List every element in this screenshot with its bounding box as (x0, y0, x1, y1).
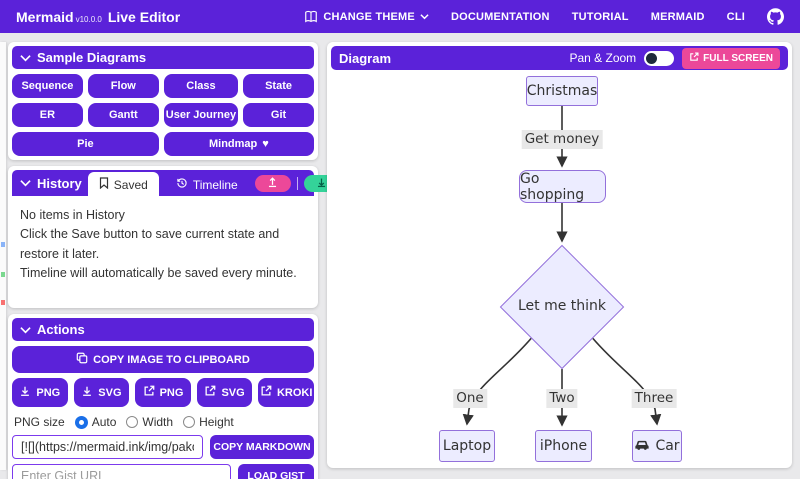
github-link[interactable] (767, 8, 784, 25)
flowchart-node-laptop: Laptop (439, 430, 495, 462)
chevron-down-icon (20, 179, 31, 187)
app-title: Mermaid v10.0.0 Live Editor (16, 9, 180, 25)
pan-zoom-label: Pan & Zoom (569, 51, 637, 65)
history-empty-line: Timeline will automatically be saved eve… (20, 266, 297, 281)
history-header[interactable]: History Saved Timeline (12, 170, 382, 198)
open-kroki-button[interactable]: KROKI (258, 378, 314, 407)
copy-image-button[interactable]: COPY IMAGE TO CLIPBOARD (12, 346, 314, 373)
markdown-url-input[interactable] (12, 435, 203, 459)
nav-tutorial[interactable]: TUTORIAL (571, 10, 629, 23)
external-link-icon (143, 385, 155, 400)
sample-diagrams-card: Sample Diagrams Sequence Flow Class Stat… (8, 42, 318, 160)
copy-icon (76, 352, 88, 367)
edge-label-one: One (453, 389, 487, 408)
open-png-button[interactable]: PNG (135, 378, 191, 407)
brand-name: Mermaid (16, 8, 74, 25)
version-label: v10.0.0 (75, 14, 102, 24)
divider (296, 176, 298, 190)
theme-icon (304, 10, 318, 24)
tab-saved[interactable]: Saved (87, 172, 159, 198)
flowchart-canvas[interactable]: Christmas Get money Go shopping Let me t… (331, 72, 788, 464)
png-size-height-radio[interactable]: Height (183, 415, 234, 429)
radio-icon (183, 416, 196, 428)
load-gist-button[interactable]: LOAD GIST (238, 464, 314, 479)
full-screen-button[interactable]: FULL SCREEN (682, 47, 780, 69)
app-header: Mermaid v10.0.0 Live Editor CHANGE THEME… (0, 0, 800, 33)
download-icon (316, 176, 327, 191)
collapsed-editor-strip[interactable] (0, 42, 6, 470)
sample-sequence-button[interactable]: Sequence (12, 74, 83, 98)
sample-diagrams-grid: Sequence Flow Class State ER Gantt User … (12, 74, 314, 156)
sample-gantt-button[interactable]: Gantt (87, 103, 159, 127)
app-title-suffix: Live Editor (107, 8, 181, 25)
radio-icon (126, 416, 139, 428)
png-size-row: PNG size Auto Width Height (12, 412, 314, 430)
sample-er-button[interactable]: ER (12, 103, 83, 127)
download-icon (19, 385, 31, 400)
actions-card: Actions COPY IMAGE TO CLIPBOARD PNG (8, 314, 318, 479)
flowchart-decision-label: Let me think (517, 298, 607, 314)
export-buttons-row: PNG SVG PNG SVG (12, 378, 314, 407)
upload-history-button[interactable] (254, 174, 291, 192)
tab-timeline[interactable]: Timeline (165, 172, 249, 198)
png-size-width-radio[interactable]: Width (126, 415, 173, 429)
heart-icon: ♥ (262, 138, 269, 150)
bookmark-icon (99, 177, 109, 192)
edge-label-three: Three (631, 389, 677, 408)
flowchart-node-iphone: iPhone (535, 430, 592, 462)
sample-git-button[interactable]: Git (243, 103, 314, 127)
download-icon (81, 385, 93, 400)
sample-state-button[interactable]: State (243, 74, 314, 98)
history-empty-line: Click the Save button to save current st… (20, 227, 280, 261)
editor-speck (1, 272, 5, 277)
editor-speck (1, 242, 5, 247)
upload-icon (267, 176, 278, 191)
sample-user-journey-button[interactable]: User Journey (163, 103, 239, 127)
nav-documentation[interactable]: DOCUMENTATION (450, 10, 550, 23)
external-link-icon (204, 385, 216, 400)
png-size-auto-radio[interactable]: Auto (74, 415, 116, 429)
radio-selected-icon (74, 415, 88, 429)
history-empty-state: No items in History Click the Save butto… (12, 196, 314, 308)
sample-class-button[interactable]: Class (163, 74, 239, 98)
chevron-down-icon (20, 326, 31, 334)
car-icon (634, 438, 650, 455)
png-size-label: PNG size (14, 415, 65, 429)
nav-mermaid[interactable]: MERMAID (650, 10, 705, 23)
sample-mindmap-button[interactable]: Mindmap ♥ (163, 132, 314, 156)
external-link-icon (689, 52, 699, 65)
left-sidebar: Sample Diagrams Sequence Flow Class Stat… (8, 42, 382, 479)
history-empty-line: No items in History (20, 208, 125, 222)
diagram-panel-header: Diagram Pan & Zoom FULL SCREEN (331, 46, 788, 70)
sample-pie-button[interactable]: Pie (12, 132, 159, 156)
editor-speck (1, 300, 5, 305)
download-png-button[interactable]: PNG (12, 378, 68, 407)
nav-cli[interactable]: CLI (726, 10, 745, 23)
open-svg-button[interactable]: SVG (196, 378, 253, 407)
history-card: History Saved Timeline (8, 166, 382, 308)
gist-url-input[interactable] (12, 464, 231, 479)
chevron-down-icon (420, 13, 429, 20)
toggle-knob (646, 52, 658, 64)
github-icon (767, 8, 784, 25)
sample-diagrams-header[interactable]: Sample Diagrams (12, 46, 314, 69)
top-nav: CHANGE THEME DOCUMENTATION TUTORIAL MERM… (304, 8, 784, 25)
diagram-panel: Diagram Pan & Zoom FULL SCREEN (327, 42, 792, 468)
download-svg-button[interactable]: SVG (73, 378, 130, 407)
flowchart-node-christmas: Christmas (526, 76, 598, 106)
pan-zoom-toggle[interactable] (644, 50, 675, 66)
actions-header[interactable]: Actions (12, 318, 314, 341)
edge-label-two: Two (546, 389, 578, 408)
history-clock-icon (176, 177, 188, 192)
sample-flow-button[interactable]: Flow (87, 74, 159, 98)
edge-label-get-money: Get money (521, 130, 603, 149)
flowchart-node-car: Car (632, 430, 682, 462)
flowchart-node-go-shopping: Go shopping (519, 170, 606, 203)
external-link-icon (260, 385, 272, 400)
change-theme-button[interactable]: CHANGE THEME (304, 10, 429, 24)
copy-markdown-button[interactable]: COPY MARKDOWN (210, 435, 314, 459)
chevron-down-icon (20, 54, 31, 62)
diagram-panel-title: Diagram (339, 50, 392, 66)
